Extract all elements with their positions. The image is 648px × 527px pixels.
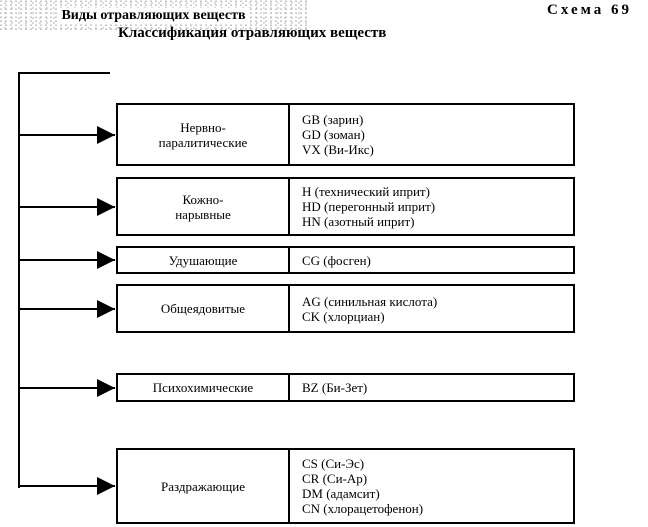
root-box: Виды отравляющих веществ bbox=[0, 0, 307, 32]
agents-cell: BZ (Би-Зет) bbox=[290, 375, 573, 400]
category-cell: Нервно- паралитические bbox=[118, 105, 290, 164]
branch-arrows bbox=[19, 126, 115, 495]
agents-cell: GB (зарин) GD (зоман) VX (Ви-Икс) bbox=[290, 105, 573, 164]
agent-item: DM (адамсит) bbox=[302, 486, 380, 501]
agents-cell: CG (фосген) bbox=[290, 248, 573, 272]
category-label: Удушающие bbox=[168, 252, 238, 268]
root-label: Виды отравляющих веществ bbox=[57, 8, 250, 24]
agents-cell: AG (синильная кислота) CK (хлорциан) bbox=[290, 286, 573, 331]
agent-item: H (технический иприт) bbox=[302, 184, 430, 199]
category-row-psychochemical: Психохимические BZ (Би-Зет) bbox=[116, 373, 575, 402]
agent-item: AG (синильная кислота) bbox=[302, 293, 438, 309]
category-label: Кожно- нарывные bbox=[175, 191, 231, 222]
agent-item: HD (перегонный иприт) bbox=[302, 199, 436, 214]
category-label: Раздражающие bbox=[161, 478, 245, 494]
agent-item: CR (Си-Ар) bbox=[302, 471, 368, 486]
category-label: Общеядовитые bbox=[160, 301, 246, 316]
agent-item: CS (Си-Эс) bbox=[302, 456, 365, 471]
category-row-irritant: Раздражающие CS (Си-Эс) CR (Си-Ар) DM (а… bbox=[116, 448, 575, 524]
agent-item: BZ (Би-Зет) bbox=[302, 380, 368, 395]
category-cell: Психохимические bbox=[118, 375, 290, 400]
category-row-nerve: Нервно- паралитические GB (зарин) GD (зо… bbox=[116, 103, 575, 166]
agents-cell: H (технический иприт) HD (перегонный ипр… bbox=[290, 179, 573, 234]
category-row-choking: Удушающие CG (фосген) bbox=[116, 246, 575, 274]
agent-item: GB (зарин) bbox=[302, 112, 364, 127]
category-label: Психохимические bbox=[152, 380, 254, 395]
agent-item: CK (хлорциан) bbox=[302, 308, 385, 324]
category-cell: Раздражающие bbox=[118, 450, 290, 522]
category-cell: Кожно- нарывные bbox=[118, 179, 290, 234]
category-cell: Удушающие bbox=[118, 248, 290, 272]
diagram-title: Классификация отравляющих веществ bbox=[118, 25, 387, 41]
agent-item: CG (фосген) bbox=[302, 252, 371, 268]
agent-item: GD (зоман) bbox=[302, 127, 365, 142]
agent-item: HN (азотный иприт) bbox=[302, 214, 415, 229]
category-cell: Общеядовитые bbox=[118, 286, 290, 331]
agent-item: VX (Ви-Икс) bbox=[302, 142, 374, 157]
category-row-blood: Общеядовитые AG (синильная кислота) CK (… bbox=[116, 284, 575, 333]
category-label: Нервно- паралитические bbox=[158, 119, 248, 150]
trunk-line bbox=[18, 72, 110, 488]
scheme-number: Схема 69 bbox=[547, 2, 632, 18]
category-row-blister: Кожно- нарывные H (технический иприт) HD… bbox=[116, 177, 575, 236]
agents-cell: CS (Си-Эс) CR (Си-Ар) DM (адамсит) CN (х… bbox=[290, 450, 573, 522]
agent-item: CN (хлорацетофенон) bbox=[302, 501, 424, 516]
